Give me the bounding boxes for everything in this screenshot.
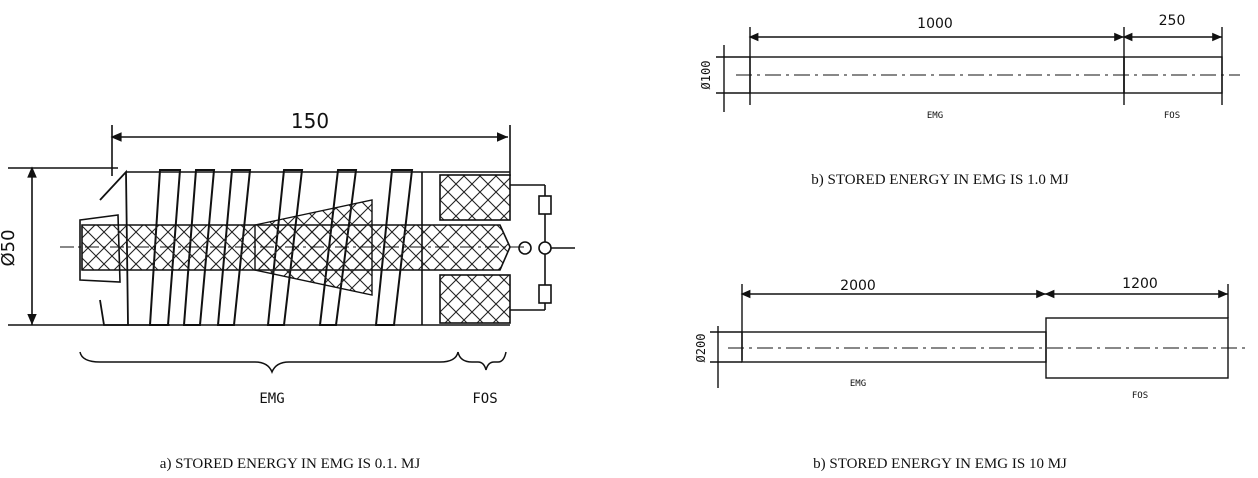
caption-b2: b) STORED ENERGY IN EMG IS 10 MJ xyxy=(813,456,1067,472)
panel-b1-drawing xyxy=(716,27,1240,112)
panel-b2-drawing xyxy=(710,284,1246,388)
panel-b2-text: 2000 1200 Ø200 EMG FOS b) STORED ENERGY … xyxy=(694,276,1158,472)
emg-body xyxy=(741,331,1047,363)
caption-a: a) STORED ENERGY IN EMG IS 0.1. MJ xyxy=(160,456,421,472)
fos-label: FOS xyxy=(472,391,497,407)
connector-node xyxy=(538,241,552,255)
emg-label: EMG xyxy=(259,391,284,407)
fos-label: FOS xyxy=(1164,111,1180,121)
dim-diameter-label: Ø200 xyxy=(694,334,708,363)
brace-fos xyxy=(457,351,507,371)
caption-b1: b) STORED ENERGY IN EMG IS 1.0 MJ xyxy=(811,172,1069,188)
panel-a-drawing xyxy=(8,125,575,375)
connector-node xyxy=(518,241,532,255)
dim-diameter-label: Ø50 xyxy=(0,229,19,266)
emg-label: EMG xyxy=(850,379,866,389)
emg-label: EMG xyxy=(927,111,943,121)
panel-a-text: 150 Ø50 EMG FOS a) STORED ENERGY IN EMG … xyxy=(0,109,498,472)
dim-fos-label: 250 xyxy=(1159,13,1186,29)
end-flange xyxy=(79,214,121,283)
connector-terminal xyxy=(538,195,552,215)
dim-emg-label: 2000 xyxy=(840,278,876,294)
panel-b1-text: 1000 250 Ø100 EMG FOS b) STORED ENERGY I… xyxy=(699,13,1185,188)
dim-diameter-label: Ø100 xyxy=(699,61,713,90)
dim-fos-label: 1200 xyxy=(1122,276,1158,292)
dim-length-label: 150 xyxy=(291,109,329,133)
fos-block-bottom xyxy=(439,274,511,324)
brace-emg xyxy=(79,351,459,375)
fos-block-top xyxy=(439,174,511,221)
fos-label: FOS xyxy=(1132,391,1148,401)
connector-terminal xyxy=(538,284,552,304)
dim-emg-label: 1000 xyxy=(917,16,953,32)
